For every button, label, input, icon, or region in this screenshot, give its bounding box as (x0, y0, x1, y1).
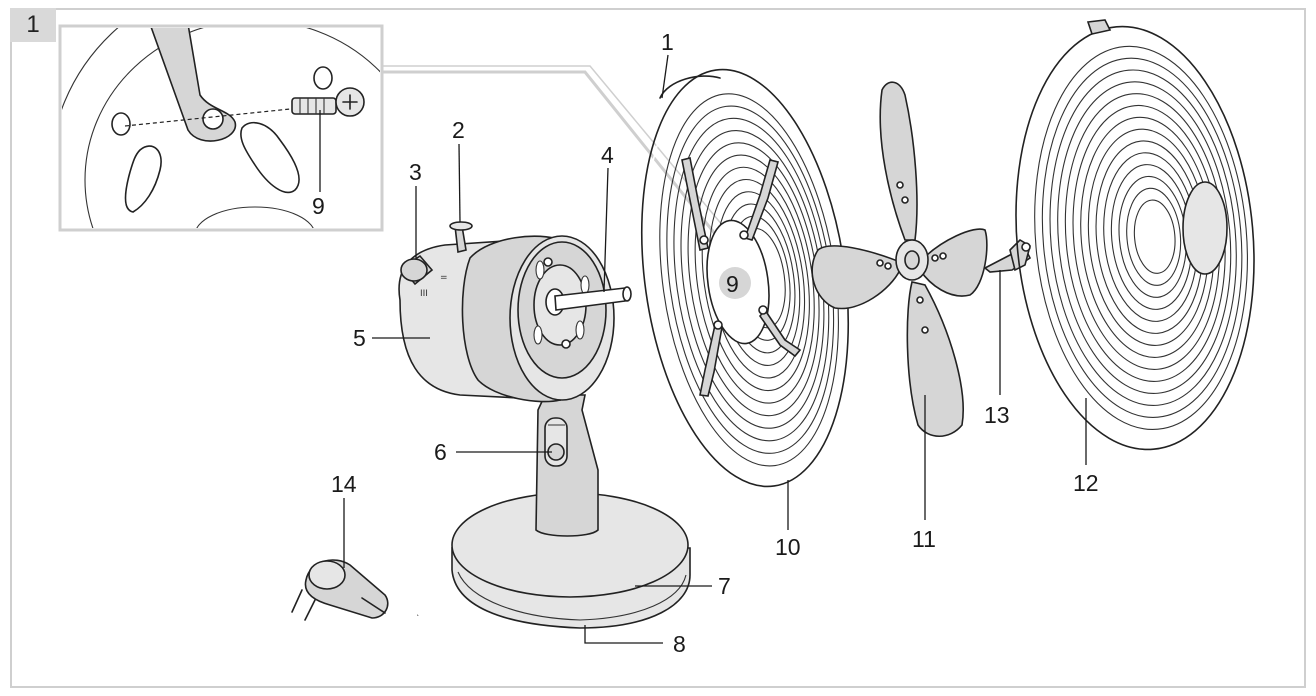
base-and-stand (291, 394, 691, 629)
front-guard (1015, 19, 1255, 451)
guard-wire-ring (1057, 81, 1232, 394)
callout-10: 10 (775, 534, 801, 560)
svg-text:III: III (420, 289, 428, 299)
callout-4: 4 (601, 142, 614, 168)
inset-detail: 9 (58, 24, 739, 251)
svg-text:=: = (440, 273, 448, 283)
callout-leaders (343, 54, 1087, 644)
inset-label: 9 (312, 193, 325, 219)
callout-5: 5 (353, 325, 366, 351)
guard-wire-ring (1133, 199, 1176, 274)
guard-wire-ring (1041, 57, 1243, 418)
guard-wire-ring (1034, 45, 1248, 430)
callout-13: 13 (984, 402, 1010, 428)
motor-housing: III = (398, 221, 632, 403)
callout-2: 2 (452, 117, 465, 143)
callout-numbers: 1 2 3 4 5 6 7 8 10 11 12 13 14 (331, 29, 1099, 657)
callout-8: 8 (673, 631, 686, 657)
guard-wire-ring (1118, 175, 1187, 298)
guard-wire-ring (1049, 69, 1237, 406)
callout-14: 14 (331, 471, 357, 497)
callout-12: 12 (1073, 470, 1099, 496)
callout-3: 3 (409, 159, 422, 185)
callout-1: 1 (661, 29, 674, 55)
guard-clip (983, 238, 1032, 273)
guard-wire-ring (701, 166, 810, 392)
fan-blade (811, 81, 988, 438)
figure-number-tab: 1 (10, 8, 56, 42)
center-badge: 9 (726, 271, 739, 297)
callout-6: 6 (434, 439, 447, 465)
callout-7: 7 (718, 573, 731, 599)
callout-11: 11 (912, 526, 936, 552)
guard-wire-ring (1126, 187, 1182, 286)
